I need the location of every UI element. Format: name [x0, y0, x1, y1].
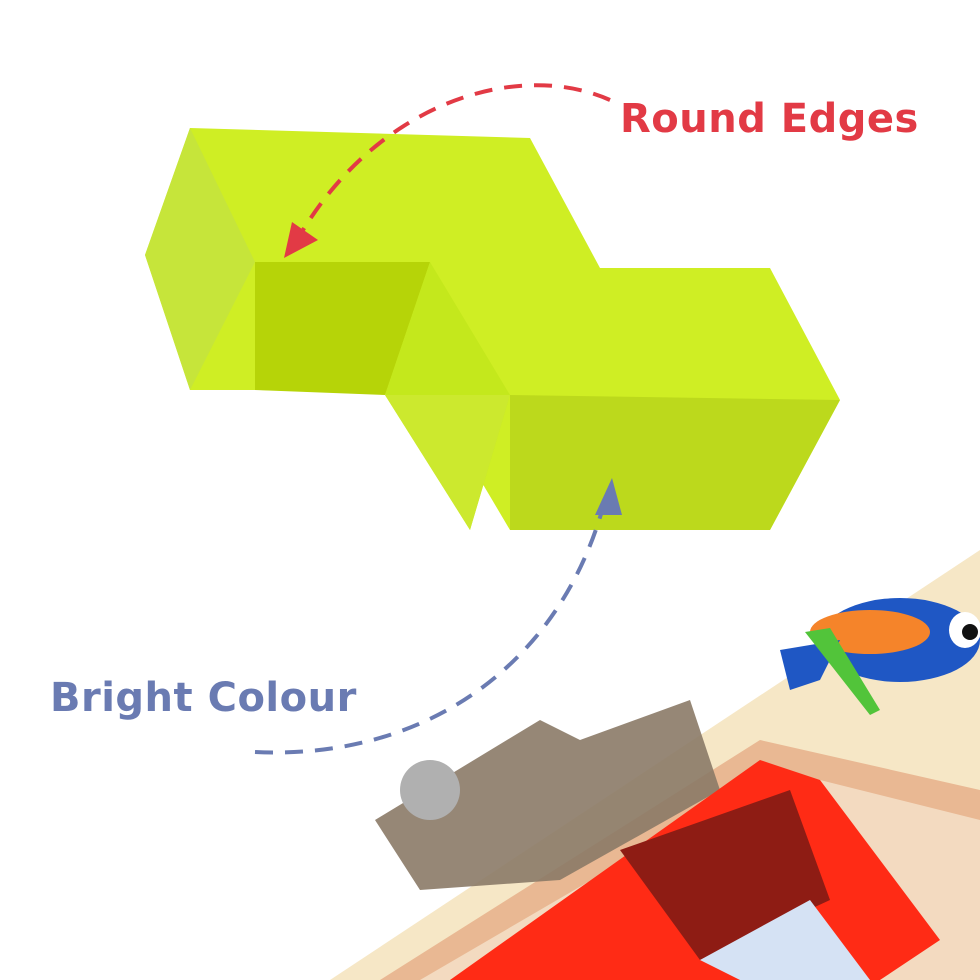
- round-edges-label: Round Edges: [620, 96, 919, 142]
- bright-colour-arrow: [254, 478, 622, 755]
- bird-decoration: [780, 598, 980, 715]
- green-z-block: [145, 128, 840, 530]
- round-edges-arrow: [284, 83, 611, 258]
- bright-colour-label: Bright Colour: [50, 675, 357, 721]
- wooden-board: [330, 550, 980, 980]
